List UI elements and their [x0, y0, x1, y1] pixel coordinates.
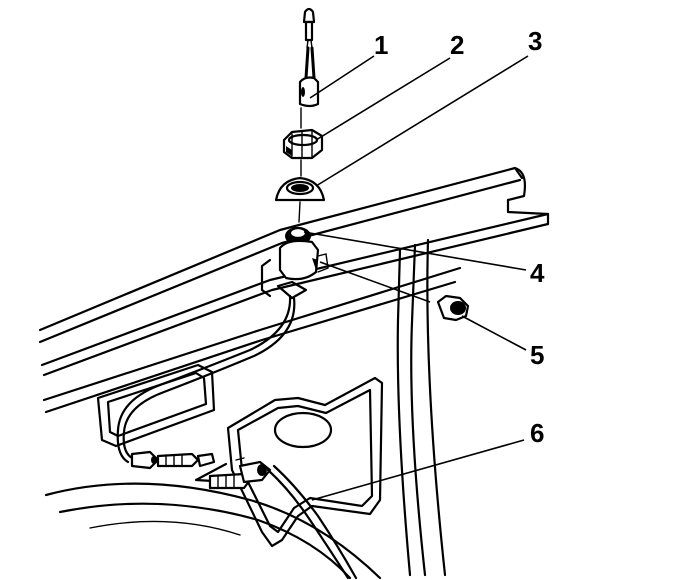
cable-connector-left [130, 450, 216, 470]
callout-labels: 1 2 3 4 5 6 [374, 26, 545, 448]
fender-panel [38, 166, 550, 580]
antenna-nut [282, 128, 324, 160]
callout-4: 4 [530, 258, 545, 288]
callout-2: 2 [450, 30, 464, 60]
callout-5: 5 [530, 340, 544, 370]
antenna-screw [319, 261, 470, 322]
inner-panel [226, 376, 384, 548]
leader-4 [303, 231, 527, 271]
callout-3: 3 [528, 26, 542, 56]
leader-2 [315, 57, 451, 141]
antenna-assembly [260, 7, 470, 322]
antenna-cable [116, 294, 358, 580]
antenna-bezel [274, 176, 326, 202]
antenna-base [260, 226, 329, 300]
leader-3 [315, 55, 529, 187]
cable-connector-right [208, 460, 272, 490]
leader-5 [461, 315, 527, 351]
leader-6 [311, 439, 525, 501]
callout-6: 6 [530, 418, 544, 448]
leader-1 [309, 55, 375, 99]
antenna-mast [298, 7, 320, 108]
leader-lines [303, 55, 529, 501]
callout-1: 1 [374, 30, 388, 60]
access-opening [96, 363, 216, 448]
